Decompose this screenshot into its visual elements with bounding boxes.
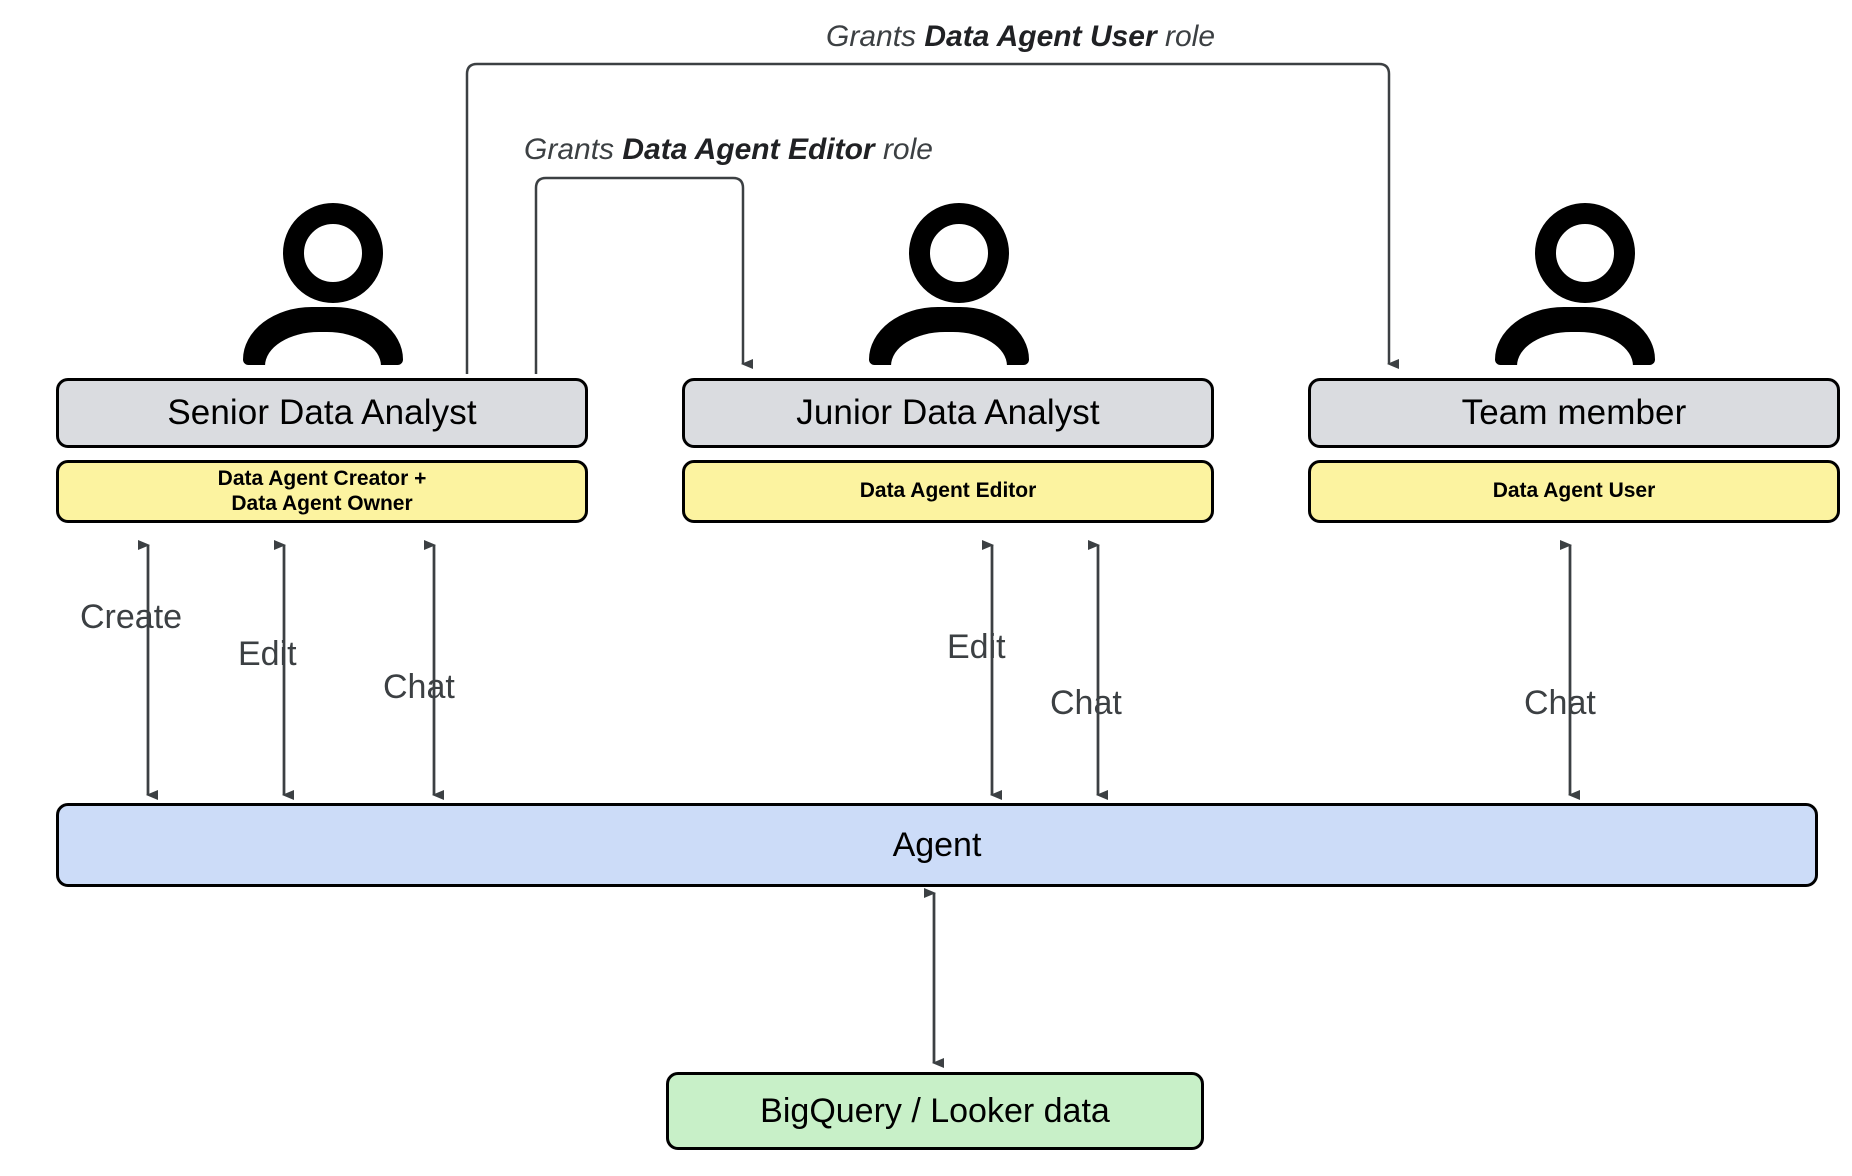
role-badge-line-1: Data Agent Editor — [859, 479, 1037, 503]
person-icon-team-member — [1495, 203, 1655, 372]
agent-bar[interactable]: Agent — [56, 803, 1818, 887]
role-title-label: Senior Data Analyst — [167, 393, 477, 432]
role-title-junior-data-analyst[interactable]: Junior Data Analyst — [682, 378, 1214, 448]
grant-editor-connector — [534, 176, 753, 374]
agent-label: Agent — [892, 825, 982, 864]
grant-label-data-agent-user: Grants Data Agent User role — [826, 20, 1216, 53]
data-source-label: BigQuery / Looker data — [760, 1091, 1110, 1130]
person-body-icon — [869, 307, 1029, 372]
edge-label-chat-senior: Chat — [383, 668, 455, 706]
edge-label-edit-senior: Edit — [238, 635, 297, 673]
edge-label-chat-team: Chat — [1524, 684, 1596, 722]
grant-label-data-agent-editor: Grants Data Agent Editor role — [524, 133, 933, 166]
edge-label-create: Create — [80, 598, 183, 636]
role-title-team-member[interactable]: Team member — [1308, 378, 1840, 448]
role-title-senior-data-analyst[interactable]: Senior Data Analyst — [56, 378, 588, 448]
person-body-icon — [243, 307, 403, 372]
role-badge-senior-data-analyst[interactable]: Data Agent Creator + Data Agent Owner — [56, 460, 588, 523]
role-badge-junior-data-analyst[interactable]: Data Agent Editor — [682, 460, 1214, 523]
person-icon-senior-data-analyst — [243, 203, 403, 372]
role-badge-line-2: Data Agent Owner — [231, 491, 413, 515]
person-head-icon — [909, 203, 1009, 303]
person-icon-junior-data-analyst — [869, 203, 1029, 372]
role-title-label: Junior Data Analyst — [796, 393, 1100, 432]
person-head-icon — [1535, 203, 1635, 303]
role-badge-team-member[interactable]: Data Agent User — [1308, 460, 1840, 523]
edge-label-edit-junior: Edit — [947, 628, 1006, 666]
data-source-box[interactable]: BigQuery / Looker data — [666, 1072, 1204, 1150]
role-badge-line-1: Data Agent User — [1492, 479, 1656, 503]
person-head-icon — [283, 203, 383, 303]
role-title-label: Team member — [1461, 393, 1687, 432]
role-badge-line-1: Data Agent Creator + — [217, 466, 427, 490]
person-body-icon — [1495, 307, 1655, 372]
edge-label-chat-junior: Chat — [1050, 684, 1122, 722]
